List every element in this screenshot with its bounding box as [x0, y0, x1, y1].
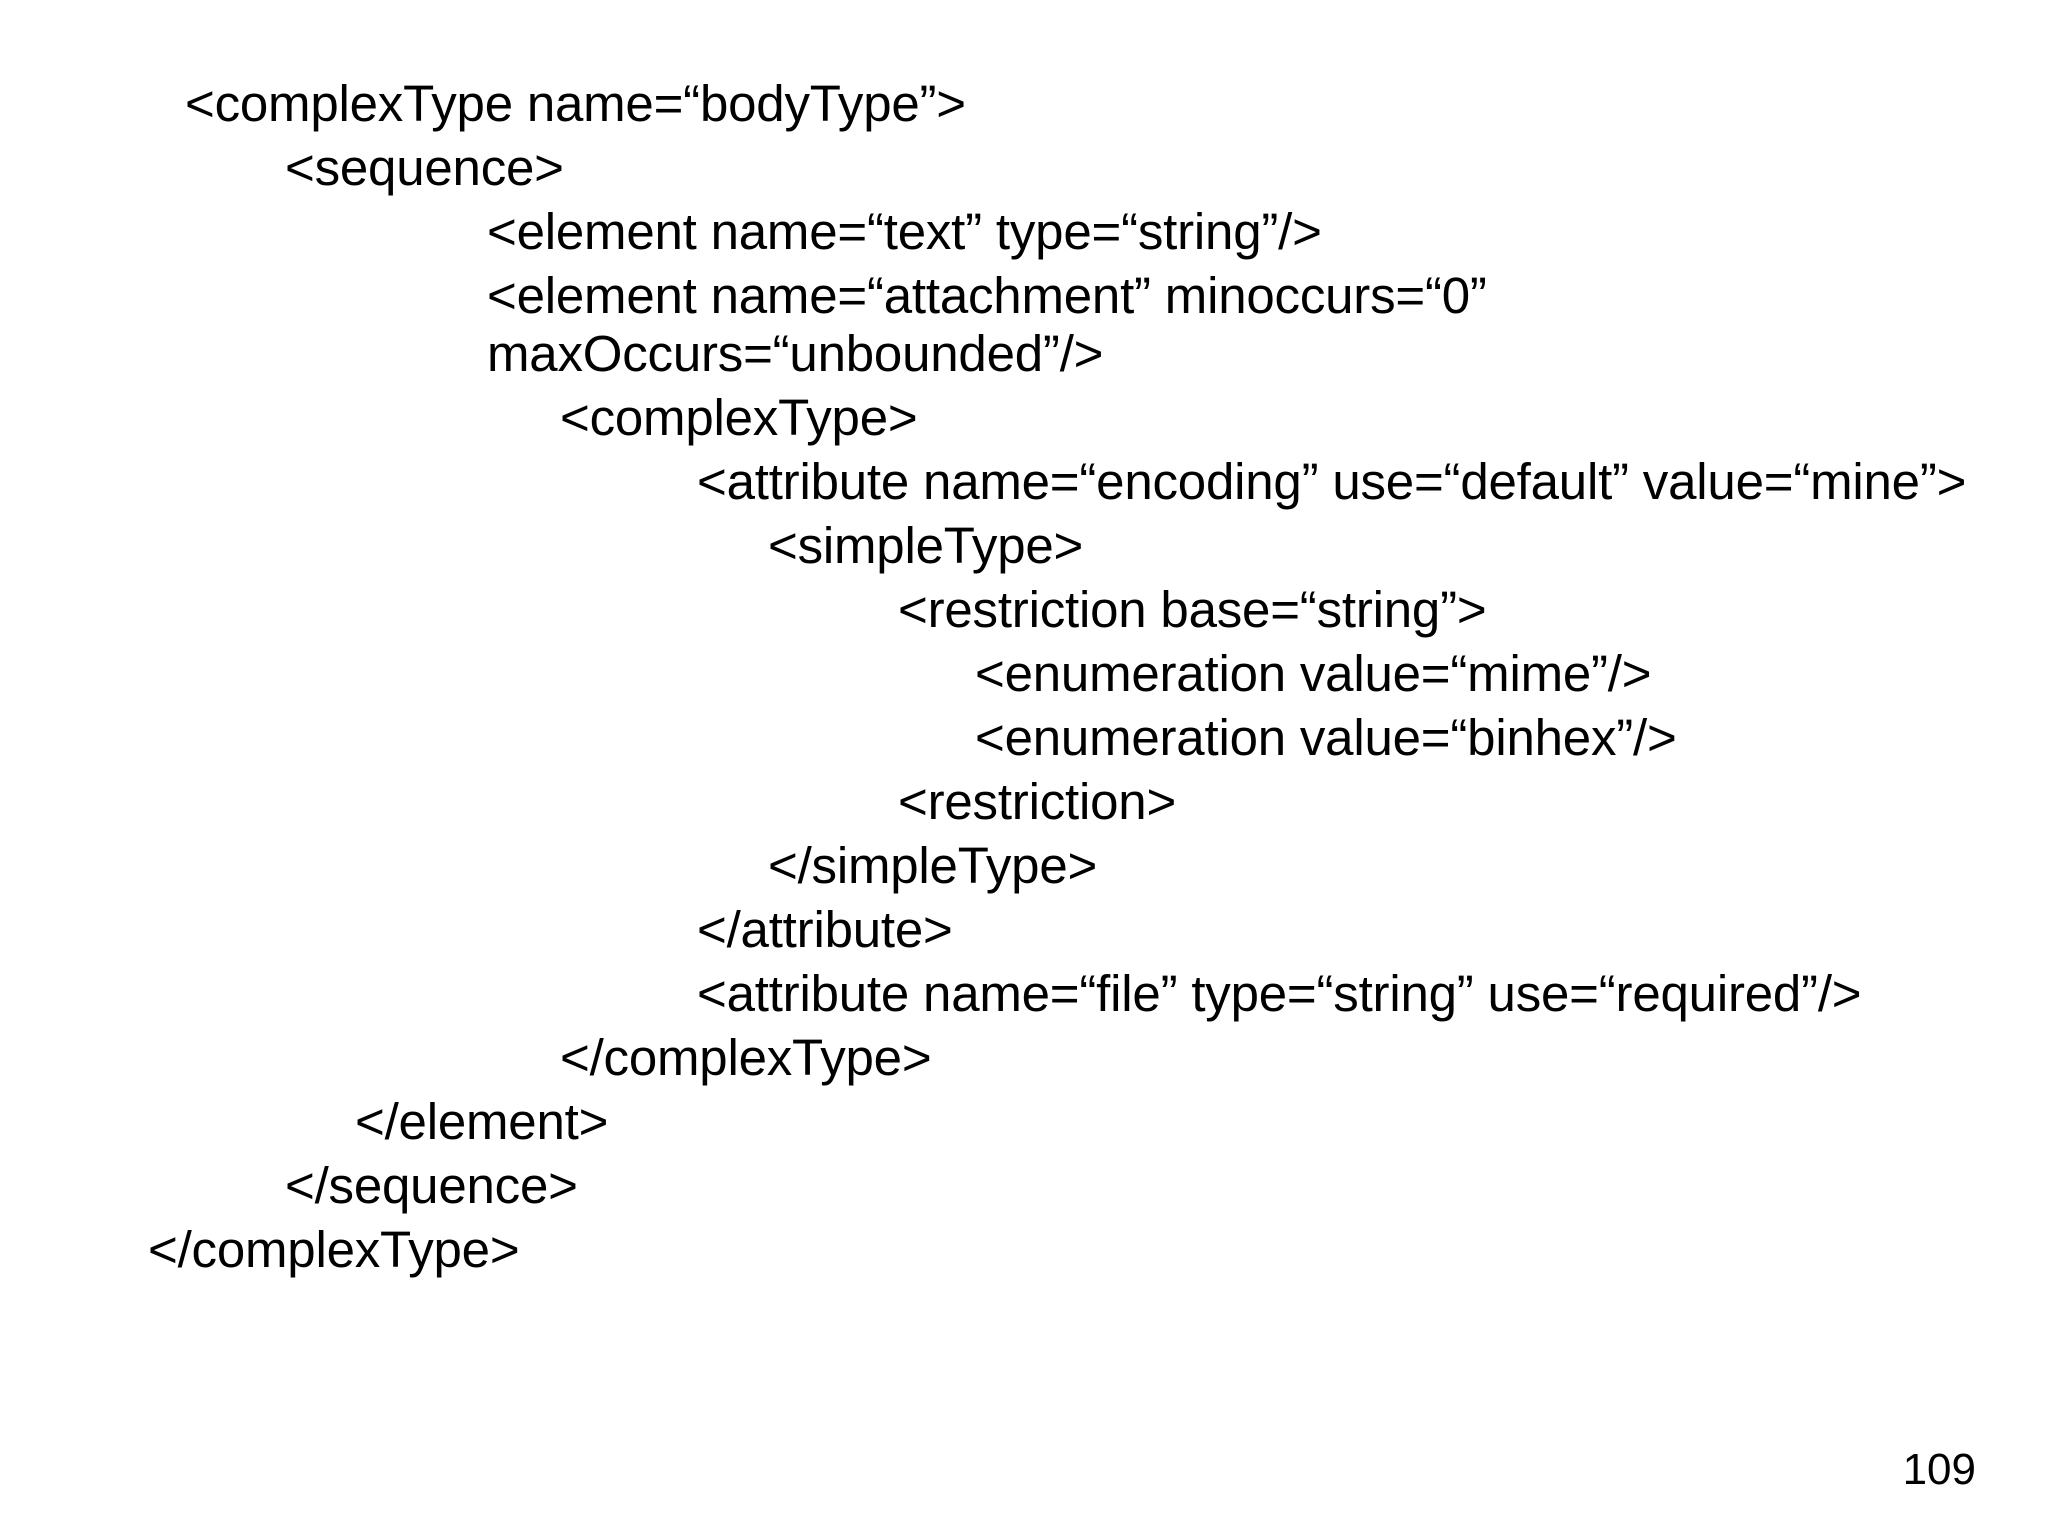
code-line: </element> — [355, 1093, 609, 1150]
code-line-continuation: maxOccurs=“unbounded”/> — [487, 325, 1104, 382]
code-line: </complexType> — [560, 1029, 932, 1086]
code-line: <complexType> — [560, 389, 918, 446]
code-line: </simpleType> — [768, 837, 1098, 894]
code-line: <restriction> — [898, 773, 1177, 830]
code-line: <attribute name=“file” type=“string” use… — [697, 965, 1862, 1022]
page-number: 109 — [1902, 1445, 1976, 1494]
code-line: <element name=“text” type=“string”/> — [487, 203, 1322, 260]
code-line: <simpleType> — [768, 517, 1084, 574]
code-line: <attribute name=“encoding” use=“default”… — [697, 453, 1967, 510]
code-line: </attribute> — [697, 901, 953, 958]
xml-schema-code-block: <complexType name=“bodyType”> <sequence>… — [0, 72, 2048, 1282]
code-line: </sequence> — [285, 1157, 578, 1214]
code-line: </complexType> — [148, 1221, 520, 1278]
code-line: <enumeration value=“binhex”/> — [975, 709, 1677, 766]
code-line: <complexType name=“bodyType”> — [185, 75, 966, 132]
code-line: <enumeration value=“mime”/> — [975, 645, 1652, 702]
code-line: <element name=“attachment” minoccurs=“0” — [487, 267, 1487, 324]
code-line: <sequence> — [285, 139, 564, 196]
code-line: <restriction base=“string”> — [898, 581, 1487, 638]
